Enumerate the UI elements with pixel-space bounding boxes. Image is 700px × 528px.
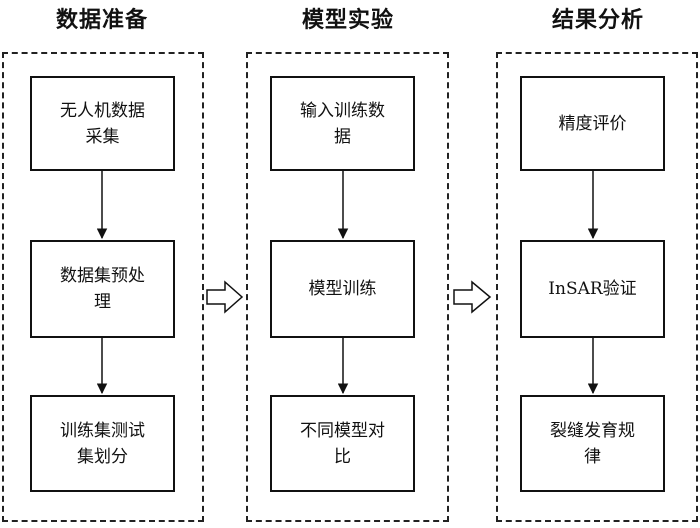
step-label: 裂缝发育规律 bbox=[550, 420, 635, 467]
step-uav-data-collection: 无人机数据采集 bbox=[30, 76, 175, 171]
stage-frame-model-experiment bbox=[246, 52, 449, 522]
step-insar-validation: InSAR验证 bbox=[520, 240, 665, 338]
step-label: 无人机数据采集 bbox=[60, 100, 145, 147]
block-arrow-stage1-to-stage2 bbox=[206, 280, 244, 314]
step-dataset-preprocessing: 数据集预处理 bbox=[30, 240, 175, 338]
stage-title-result-analysis: 结果分析 bbox=[551, 8, 644, 33]
step-label: 精度评价 bbox=[558, 113, 627, 134]
step-input-training-data: 输入训练数据 bbox=[270, 76, 415, 171]
step-label: 输入训练数据 bbox=[300, 100, 385, 147]
block-arrow-stage2-to-stage3 bbox=[453, 280, 492, 314]
stage-title-model-experiment: 模型实验 bbox=[301, 8, 394, 33]
step-model-comparison: 不同模型对比 bbox=[270, 395, 415, 492]
stage-frame-result-analysis bbox=[496, 52, 698, 522]
stage-title-data-preparation: 数据准备 bbox=[55, 8, 148, 33]
step-train-test-split: 训练集测试集划分 bbox=[30, 395, 175, 492]
step-model-training: 模型训练 bbox=[270, 240, 415, 338]
step-label: 数据集预处理 bbox=[60, 266, 145, 312]
step-accuracy-evaluation: 精度评价 bbox=[520, 76, 665, 171]
step-label: 不同模型对比 bbox=[300, 420, 385, 467]
step-label: 模型训练 bbox=[308, 279, 377, 299]
step-label: InSAR验证 bbox=[548, 279, 637, 299]
step-crack-development-pattern: 裂缝发育规律 bbox=[520, 395, 665, 492]
step-label: 训练集测试集划分 bbox=[60, 420, 145, 467]
stage-frame-data-preparation bbox=[2, 52, 204, 522]
